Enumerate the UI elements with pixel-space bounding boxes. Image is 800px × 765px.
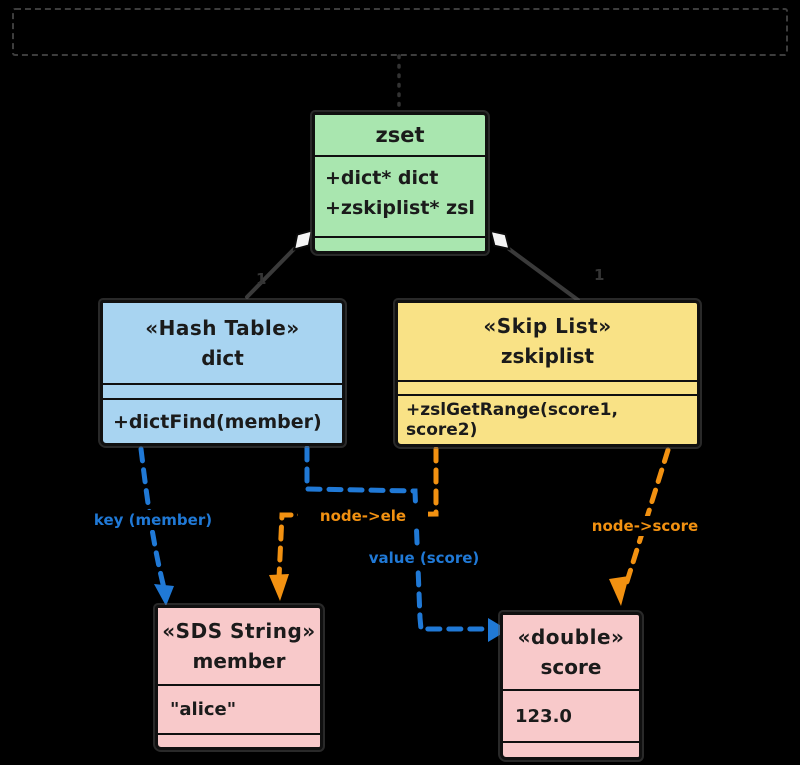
node-score-arrowhead [609,576,629,606]
class-zset: zset +dict* dict +zskiplist* zsl [312,112,488,254]
value-score-arrow [304,445,493,632]
empty-methods-compartment [315,236,485,251]
zset-zskiplist-line [507,247,580,302]
class-name: zset [375,123,425,147]
method: +zslGetRange(score1, score2) [406,400,618,440]
empty-methods-compartment [503,741,639,757]
attribute: +dict* dict [325,167,439,189]
empty-methods-compartment [158,733,320,747]
class-score: «double» score 123.0 [500,612,642,760]
class-member: «SDS String» member "alice" [155,605,323,750]
node-ele-arrowhead [269,574,289,601]
key-member-arrowhead [154,584,174,606]
edge-label-key-member: key (member) [86,510,220,530]
multiplicity-label: 1 [594,266,605,284]
attribute: "alice" [170,699,237,720]
edge-label-node-score: node->score [574,516,716,536]
aggregation-diamond-right [489,229,511,251]
attribute: +zskiplist* zsl [325,197,475,219]
class-name: score [540,655,602,679]
class-stereotype: «double» [517,625,625,649]
class-name: member [192,649,286,673]
edge-label-node-ele: node->ele [298,506,428,526]
class-dict: «Hash Table» dict +dictFind(member) [100,300,345,446]
class-zskiplist: «Skip List» zskiplist +zslGetRange(score… [395,300,700,447]
class-name: zskiplist [500,344,595,369]
class-name: dict [201,346,244,370]
edge-label-value-score: value (score) [352,548,496,568]
class-stereotype: «SDS String» [162,619,316,643]
method: +dictFind(member) [113,410,322,433]
note-box [12,8,788,56]
attribute: 123.0 [515,705,572,727]
multiplicity-label: 1 [256,270,267,288]
empty-attributes-compartment [103,383,342,398]
class-stereotype: «Hash Table» [145,316,300,340]
class-stereotype: «Skip List» [483,314,612,339]
zset-dict-line [245,247,296,299]
empty-attributes-compartment [398,379,697,394]
